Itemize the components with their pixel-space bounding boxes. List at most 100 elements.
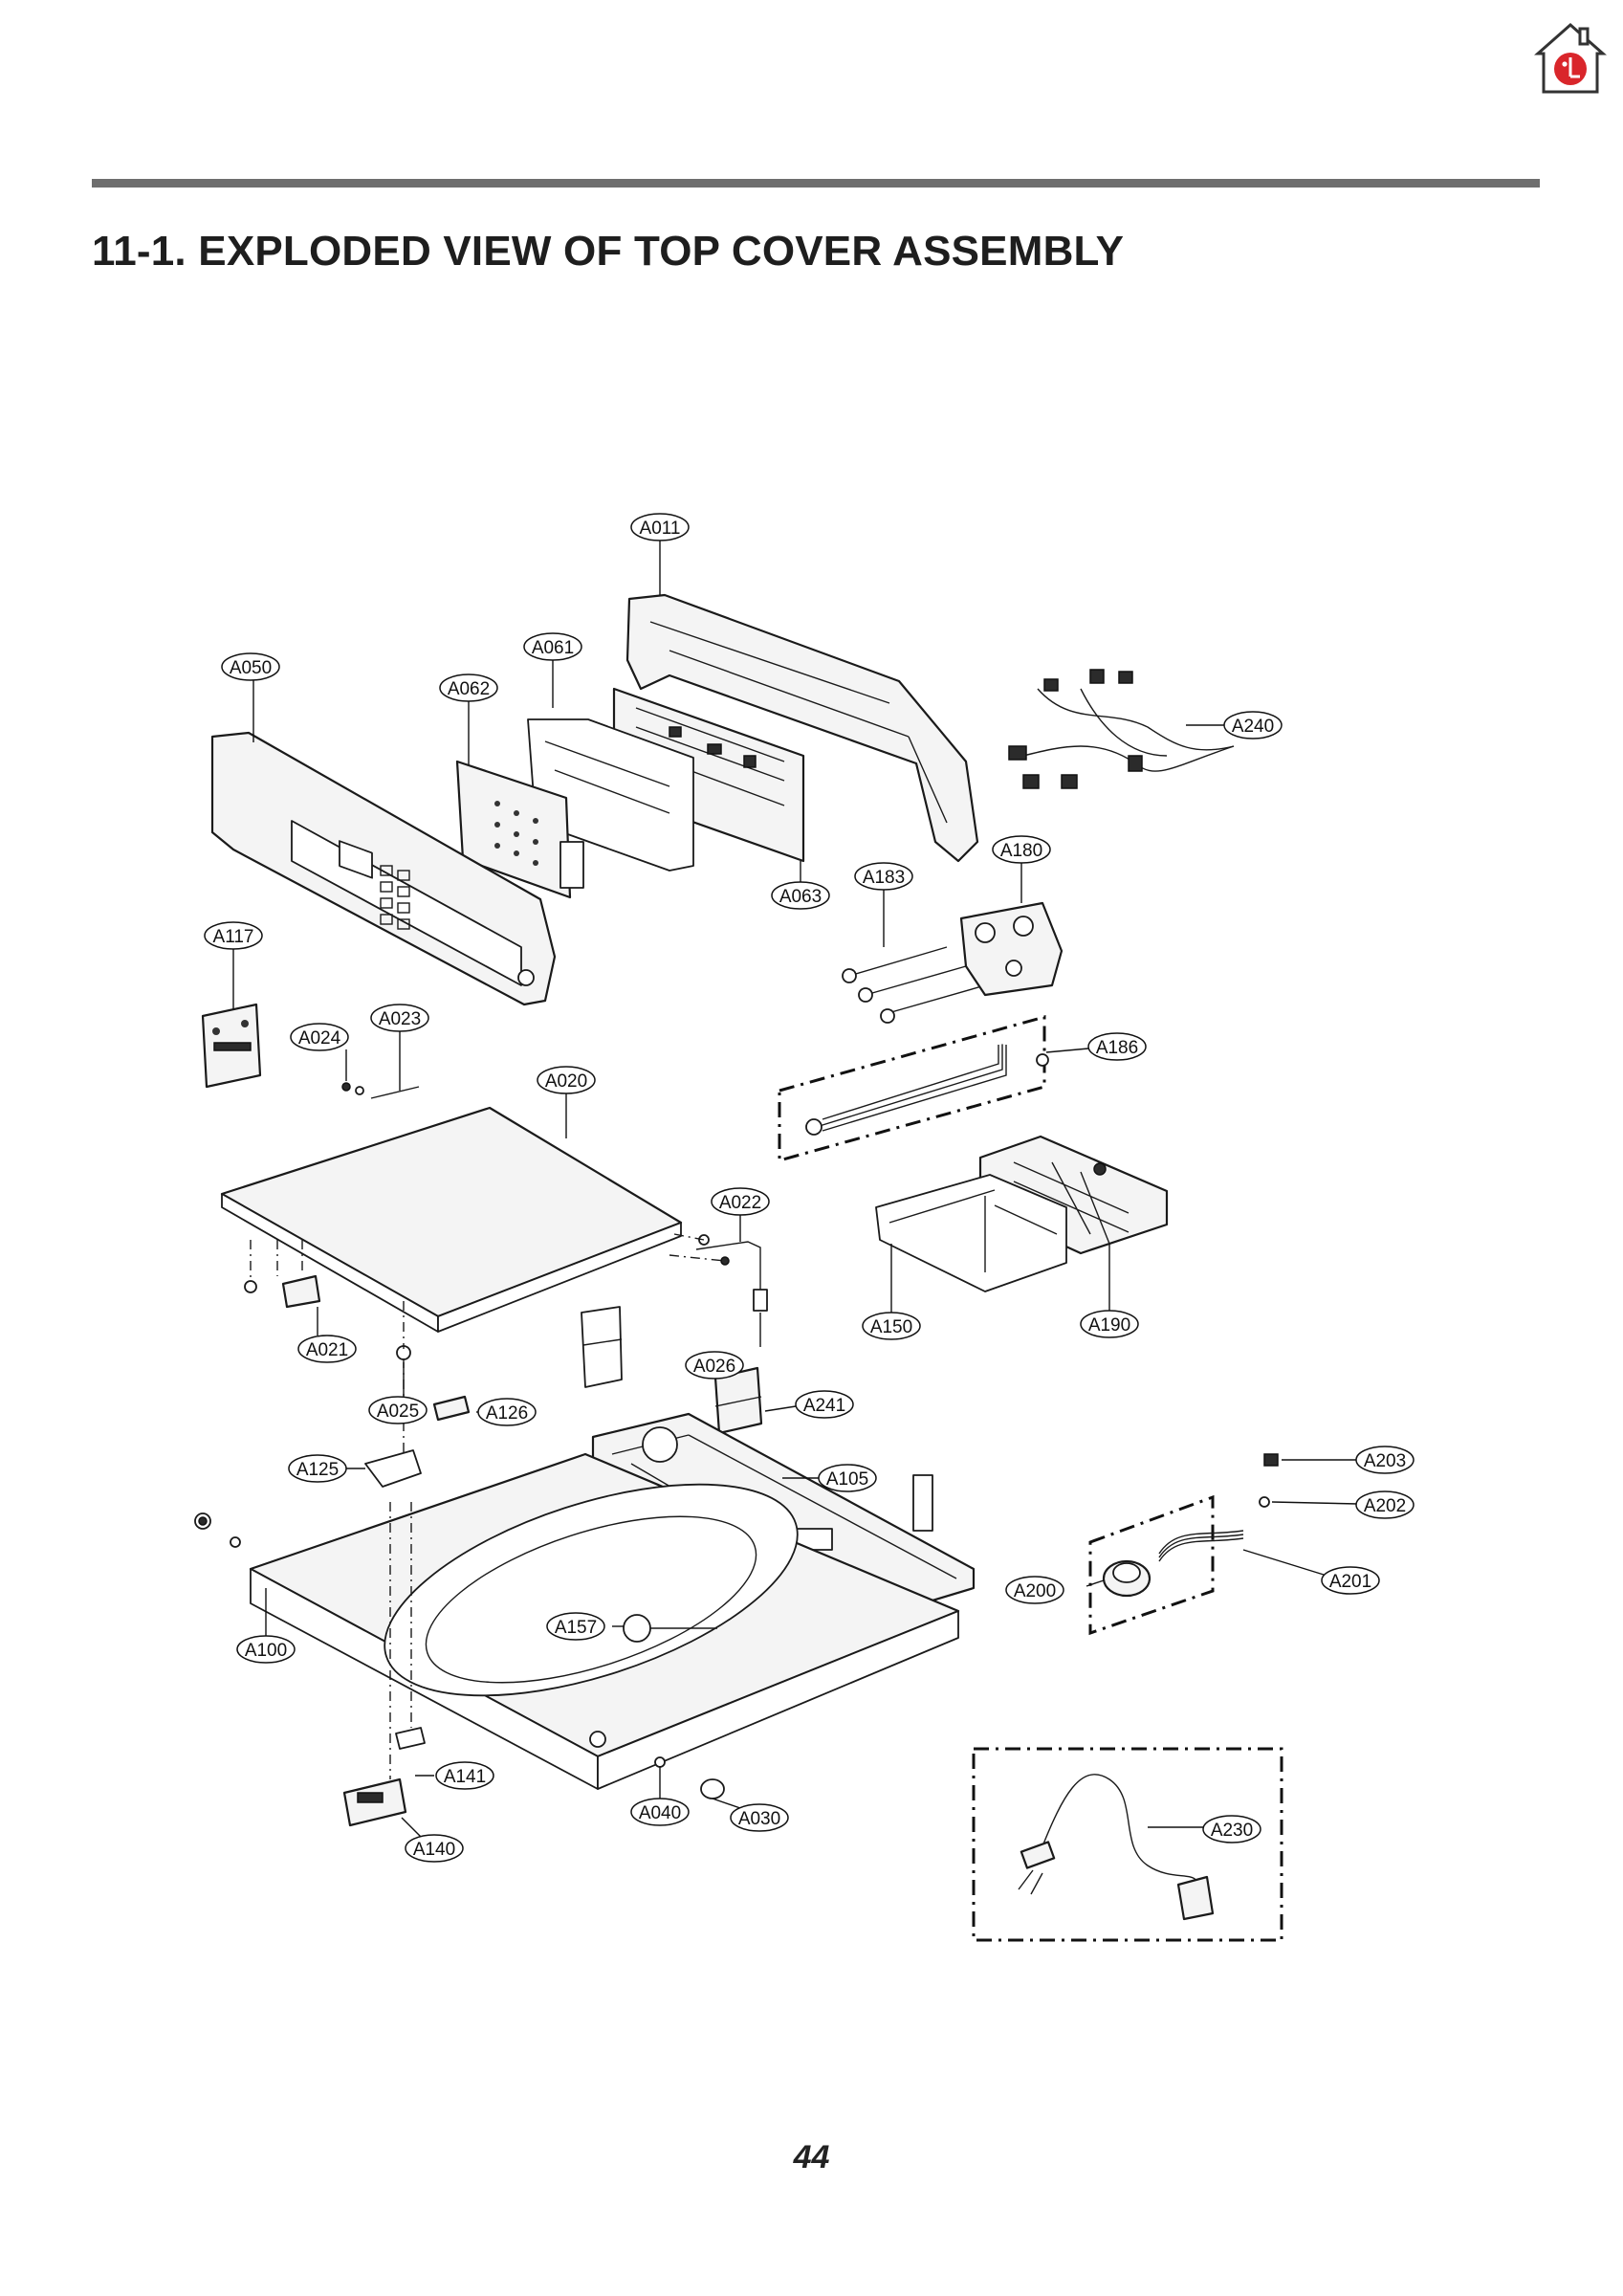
control-panel-frame-part [625,593,979,863]
lg-home-logo-icon [1534,22,1607,94]
lid-hinge-plate-part [201,1003,262,1089]
top-lid-part [220,1106,683,1333]
callout-a240: A240 [1223,711,1283,740]
right-hinge-part [669,1233,768,1312]
display-pcb-part [455,760,584,899]
callout-a140: A140 [405,1834,464,1863]
callout-a150: A150 [862,1312,921,1340]
drain-pump-group-box [1088,1494,1215,1636]
inlet-hose-connectors-part [842,946,986,1024]
callout-label: A062 [448,679,490,699]
callout-label: A024 [298,1028,341,1049]
callout-a230: A230 [1202,1815,1261,1843]
callout-a024: A024 [290,1023,349,1051]
control-panel-front-part [210,731,557,1006]
callout-a100: A100 [236,1635,296,1664]
callout-label: A200 [1014,1581,1056,1601]
inlet-hose-part [805,1044,1049,1136]
cover-screw-part [654,1756,666,1768]
callout-a011: A011 [630,513,690,541]
callout-a186: A186 [1087,1032,1147,1061]
callout-a062: A062 [439,673,498,702]
callout-a023: A023 [370,1004,429,1032]
callout-label: A040 [639,1803,681,1823]
callout-a063: A063 [771,881,830,910]
callout-label: A126 [486,1403,528,1424]
callout-a190: A190 [1080,1310,1139,1338]
callout-a025: A025 [368,1396,428,1424]
callout-a180: A180 [992,835,1051,864]
header-rule [92,179,1540,188]
callout-a020: A020 [537,1066,596,1094]
callout-label: A230 [1211,1821,1253,1841]
callout-label: A150 [870,1317,912,1337]
pump-clip-part [1259,1496,1270,1508]
callout-label: A023 [379,1009,421,1029]
callout-label: A201 [1329,1572,1371,1592]
callout-label: A020 [545,1071,587,1092]
lid-lock-dash [389,1502,412,1779]
cover-screw-cap-part [700,1778,725,1799]
callout-label: A183 [863,868,905,888]
callout-label: A011 [640,519,681,539]
callout-label: A025 [377,1402,419,1422]
callout-label: A026 [693,1357,735,1377]
callout-a201: A201 [1321,1566,1380,1595]
callout-a126: A126 [477,1398,537,1426]
page-number: 44 [793,2139,830,2175]
lid-handle-part [364,1449,422,1488]
callout-label: A203 [1364,1451,1406,1471]
callout-label: A061 [532,638,574,658]
lid-lock-cover-part [395,1727,426,1750]
callout-label: A021 [306,1340,348,1360]
callout-label: A240 [1232,717,1274,737]
callout-label: A140 [413,1840,455,1860]
callout-label: A105 [826,1469,868,1490]
callout-a183: A183 [854,862,913,891]
inlet-hose-group-box [778,1015,1046,1162]
callout-label: A050 [230,658,272,678]
callout-label: A190 [1088,1315,1130,1336]
softener-cap-part [623,1614,717,1643]
callout-label: A241 [803,1396,845,1416]
power-cord-group-box [972,1747,1283,1942]
dispenser-bracket-part [581,1306,763,1435]
callout-a061: A061 [523,632,582,661]
callout-label: A063 [779,887,822,907]
callout-label: A186 [1096,1038,1138,1058]
callout-a157: A157 [546,1612,605,1641]
callout-label: A117 [213,927,254,947]
wiring-harness-part [1008,669,1235,789]
top-cover-part [249,1452,960,1790]
callout-a141: A141 [435,1761,494,1790]
callout-a200: A200 [1005,1576,1064,1604]
pump-connector-part [1263,1453,1279,1467]
lid-lock-part [342,1777,407,1827]
callout-a050: A050 [221,652,280,681]
callout-a202: A202 [1355,1490,1415,1519]
callout-a203: A203 [1355,1446,1415,1474]
callout-label: A125 [296,1460,339,1480]
callout-label: A180 [1000,841,1042,861]
callout-a030: A030 [730,1803,789,1832]
callout-a241: A241 [795,1390,854,1419]
drain-pump-part [1102,1530,1244,1598]
callout-a125: A125 [288,1454,347,1483]
callout-label: A100 [245,1641,287,1661]
callout-a026: A026 [685,1351,744,1380]
callout-label: A202 [1364,1496,1406,1516]
power-cord-part [1018,1774,1215,1921]
callout-a105: A105 [818,1464,877,1492]
callout-a117: A117 [204,921,263,950]
callout-a040: A040 [630,1798,690,1826]
water-valve-part [959,901,1064,997]
callout-a021: A021 [297,1335,357,1363]
callout-label: A022 [719,1193,761,1213]
callout-label: A157 [555,1618,597,1638]
lid-switch-cover-part [432,1395,471,1422]
callout-a022: A022 [711,1187,770,1216]
callout-label: A141 [444,1767,486,1787]
section-title: 11-1. EXPLODED VIEW OF TOP COVER ASSEMBL… [92,228,1125,275]
lid-damper-part [244,1240,321,1309]
